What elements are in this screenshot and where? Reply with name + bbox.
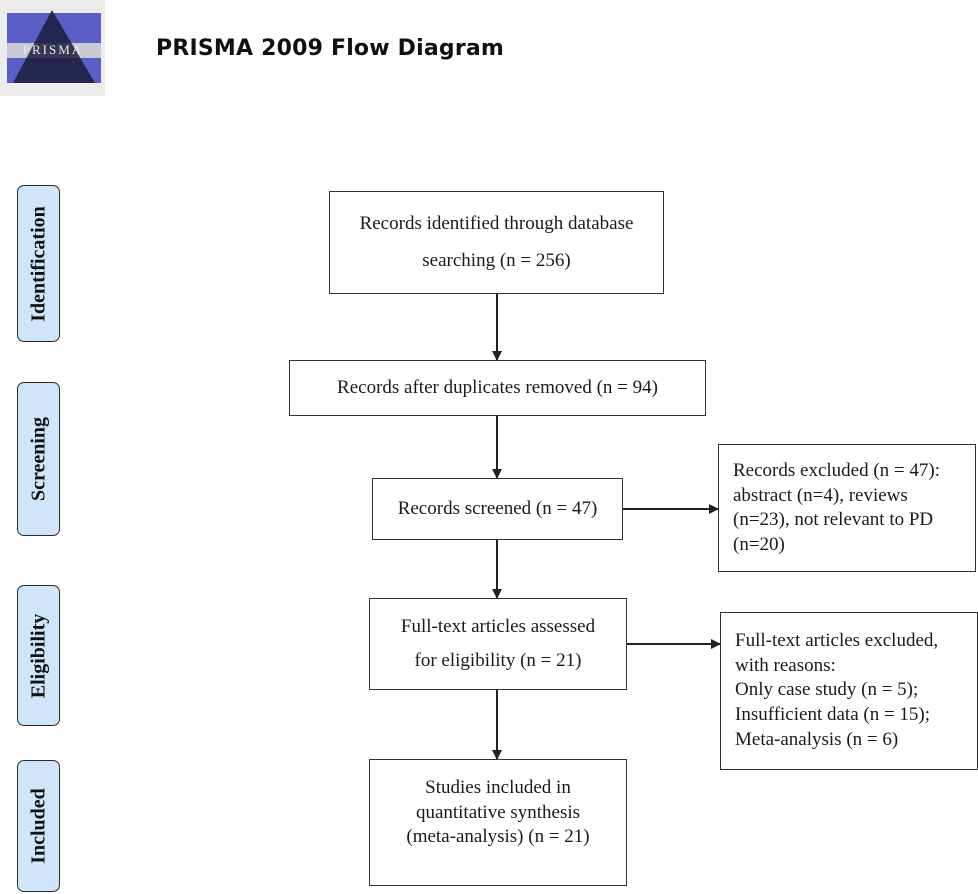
page-title: PRISMA 2009 Flow Diagram [156,36,505,61]
box-text-line: Meta-analysis (n = 6) [735,728,899,750]
box-text-line: Records after duplicates removed (n = 94… [337,376,658,398]
box-text-line: for eligibility (n = 21) [414,650,582,671]
box-text-line: searching (n = 256) [422,249,571,271]
box-records-screened: Records screened (n = 47) [372,478,623,540]
box-text-line: Studies included in [425,777,571,798]
box-text-line: with reasons: [735,654,836,676]
box-text-line: (meta-analysis) (n = 21) [406,826,590,848]
stage-included: Included [17,760,60,892]
box-fulltext-excluded: Full-text articles excluded, with reason… [720,612,978,770]
logo-text: PRISMA [23,42,83,57]
box-text-line: Records excluded (n = 47): [733,460,940,481]
box-fulltext-assessed: Full-text articles assessed for eligibil… [369,598,627,690]
box-duplicates-removed: Records after duplicates removed (n = 94… [289,360,706,416]
box-text-line: quantitative synthesis [415,801,581,823]
stage-screening: Screening [17,382,60,536]
box-text-line: abstract (n=4), reviews [733,484,908,506]
prisma-logo: PRISMA [0,0,105,96]
box-text-line: Insufficient data (n = 15); [735,704,931,726]
stage-identification: Identification [17,185,60,342]
box-studies-included: Studies included in quantitative synthes… [369,759,627,886]
box-text-line: Records identified through database [359,213,634,235]
box-records-excluded: Records excluded (n = 47): abstract (n=4… [718,444,976,572]
box-text-line: Full-text articles assessed [400,615,596,637]
box-text-line: Records screened (n = 47) [397,497,598,519]
box-text-line: Only case study (n = 5); [735,679,919,701]
box-text-line: (n=23), not relevant to PD [733,509,934,531]
box-text-line: (n=20) [733,534,785,556]
box-text-line: Full-text articles excluded, [735,630,939,651]
box-records-identified: Records identified through database sear… [329,191,664,294]
stage-eligibility: Eligibility [17,585,60,726]
